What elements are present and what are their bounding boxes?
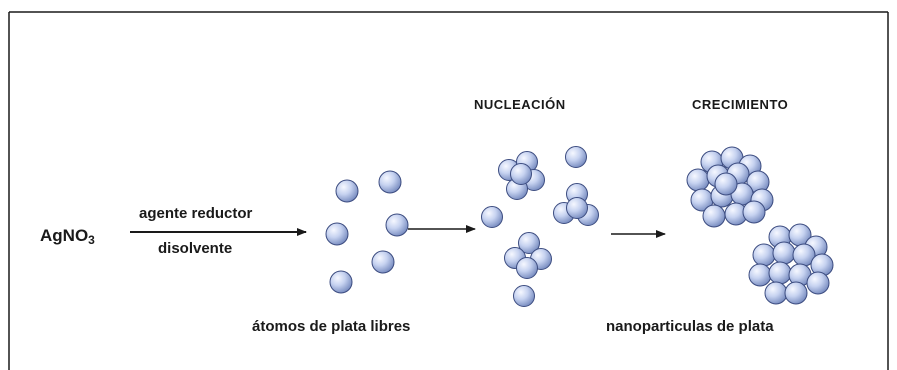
cluster-atom xyxy=(686,168,710,192)
cluster-atom xyxy=(768,261,792,285)
reactant-subscript: 3 xyxy=(88,233,95,247)
cluster-atom xyxy=(752,243,776,267)
nuclei-group xyxy=(481,146,599,307)
reducing-agent-label: agente reductor xyxy=(139,205,253,222)
reactant-main: AgNO xyxy=(40,226,89,245)
cluster-atom xyxy=(806,271,830,295)
free-atoms-caption: átomos de plata libres xyxy=(252,318,411,335)
nucleation-title: NUCLEACIÓN xyxy=(474,97,566,112)
solvent-label: disolvente xyxy=(158,240,233,257)
nanoparticles-caption: nanoparticulas de plata xyxy=(606,318,774,335)
cluster-atom xyxy=(772,241,796,265)
silver-atom xyxy=(335,179,359,203)
nanoparticle-small xyxy=(748,223,834,305)
nucleus-atom xyxy=(566,197,588,219)
cluster-atom xyxy=(714,172,738,196)
silver-atom xyxy=(329,270,353,294)
silver-atom xyxy=(371,250,395,274)
silver-atom xyxy=(378,170,402,194)
nucleus-atom xyxy=(481,206,503,228)
reactant-formula: AgNO3 xyxy=(40,226,95,247)
silver-atom xyxy=(325,222,349,246)
cluster-atom xyxy=(784,281,808,305)
cluster-atom xyxy=(764,281,788,305)
cluster-atom xyxy=(702,204,726,228)
nucleus-atom xyxy=(516,257,538,279)
nucleus-atom xyxy=(518,232,540,254)
nanoparticle-large xyxy=(686,146,774,228)
nucleus-atom xyxy=(513,285,535,307)
nucleus-atom xyxy=(510,163,532,185)
cluster-atom xyxy=(742,200,766,224)
cluster-atom xyxy=(748,263,772,287)
nucleus-atom xyxy=(565,146,587,168)
free-atoms-group xyxy=(325,170,409,294)
growth-title: CRECIMIENTO xyxy=(692,97,789,112)
silver-atom xyxy=(385,213,409,237)
